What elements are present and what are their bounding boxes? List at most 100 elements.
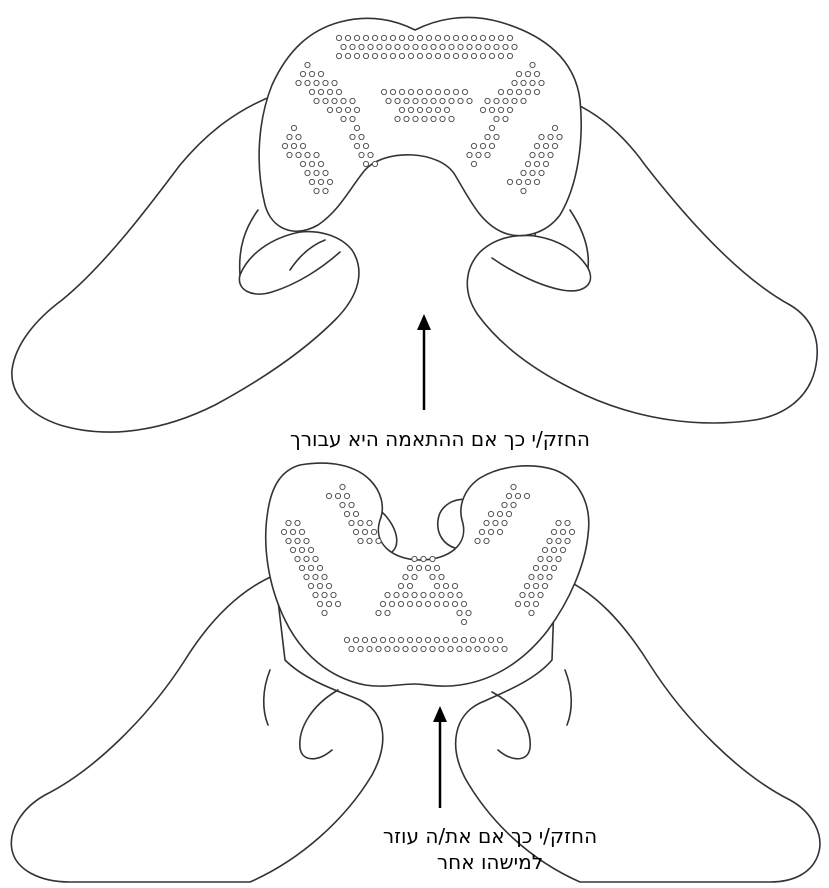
perforation-dot xyxy=(475,646,480,651)
perforation-dot xyxy=(332,80,337,85)
caption-helper-line-1: החזק/י כך אם את/ה עוזר xyxy=(280,823,700,849)
perforation-dot xyxy=(407,583,412,588)
perforation-dot xyxy=(443,583,448,588)
perforation-dot xyxy=(363,35,368,40)
perforation-dot xyxy=(502,646,507,651)
perforation-dot xyxy=(542,547,547,552)
perforation-dot xyxy=(488,637,493,642)
perforation-dot xyxy=(407,565,412,570)
perforation-dot xyxy=(430,574,435,579)
perforation-dot xyxy=(326,493,331,498)
perforation-dot xyxy=(390,89,395,94)
perforation-dot xyxy=(462,35,467,40)
perforation-dot xyxy=(439,574,444,579)
perforation-dot xyxy=(363,53,368,58)
perforation-dot xyxy=(529,592,534,597)
perforation-dot xyxy=(489,53,494,58)
perforation-dot xyxy=(417,53,422,58)
perforation-dot xyxy=(434,601,439,606)
perforation-dot xyxy=(547,574,552,579)
perforation-dot xyxy=(341,98,346,103)
perforation-dot xyxy=(341,116,346,121)
perforation-dot xyxy=(304,556,309,561)
perforation-dot xyxy=(417,35,422,40)
perforation-dot xyxy=(476,152,481,157)
perforation-dot xyxy=(557,134,562,139)
perforation-dot xyxy=(300,71,305,76)
perforation-dot xyxy=(359,44,364,49)
perforation-dot xyxy=(475,538,480,543)
perforation-dot xyxy=(520,592,525,597)
perforation-dot xyxy=(542,565,547,570)
perforation-dot xyxy=(318,71,323,76)
perforation-dot xyxy=(476,44,481,49)
perforation-dot xyxy=(327,89,332,94)
perforation-dot xyxy=(336,53,341,58)
perforation-dot xyxy=(381,35,386,40)
perforation-dot xyxy=(529,610,534,615)
perforation-dot xyxy=(304,574,309,579)
perforation-dot xyxy=(533,565,538,570)
perforation-dot xyxy=(484,520,489,525)
perforation-dot xyxy=(407,637,412,642)
perforation-dot xyxy=(494,98,499,103)
perforation-dot xyxy=(480,53,485,58)
perforation-dot xyxy=(421,556,426,561)
perforation-dot xyxy=(525,179,530,184)
perforation-dot xyxy=(539,152,544,157)
perforation-dot xyxy=(506,493,511,498)
perforation-dot xyxy=(358,538,363,543)
perforation-dot xyxy=(547,556,552,561)
perforation-dot xyxy=(336,107,341,112)
perforation-dot xyxy=(417,89,422,94)
perforation-dot xyxy=(322,610,327,615)
perforation-dot xyxy=(444,89,449,94)
perforation-dot xyxy=(363,161,368,166)
perforation-dot xyxy=(340,484,345,489)
perforation-dot xyxy=(290,547,295,552)
perforation-dot xyxy=(399,53,404,58)
perforation-dot xyxy=(470,637,475,642)
perforation-dot xyxy=(308,565,313,570)
perforation-dot xyxy=(313,592,318,597)
perforation-dot xyxy=(449,98,454,103)
perforation-dot xyxy=(534,71,539,76)
perforation-dot xyxy=(340,502,345,507)
perforation-dot xyxy=(529,574,534,579)
perforation-dot xyxy=(308,547,313,552)
perforation-dot xyxy=(453,35,458,40)
perforation-dot xyxy=(318,161,323,166)
perforation-dot xyxy=(539,134,544,139)
perforation-dot xyxy=(408,107,413,112)
perforation-dot xyxy=(398,601,403,606)
perforation-dot xyxy=(457,646,462,651)
perforation-dot xyxy=(448,592,453,597)
perforation-dot xyxy=(462,53,467,58)
perforation-dot xyxy=(507,35,512,40)
perforation-dot xyxy=(431,116,436,121)
perforation-dot xyxy=(291,125,296,130)
perforation-dot xyxy=(372,161,377,166)
perforation-dot xyxy=(362,637,367,642)
perforation-dot xyxy=(413,44,418,49)
perforation-dot xyxy=(291,143,296,148)
perforation-dot xyxy=(367,520,372,525)
perforation-dot xyxy=(530,62,535,67)
perforation-dot xyxy=(551,547,556,552)
perforation-dot xyxy=(461,619,466,624)
perforation-dot xyxy=(313,574,318,579)
top-tray xyxy=(259,17,581,235)
perforation-dot xyxy=(498,53,503,58)
perforation-dot xyxy=(412,646,417,651)
perforation-dot xyxy=(516,89,521,94)
top-figure xyxy=(12,17,817,432)
perforation-dot xyxy=(323,98,328,103)
perforation-dot xyxy=(354,125,359,130)
perforation-dot xyxy=(503,98,508,103)
perforation-dot xyxy=(485,134,490,139)
perforation-dot xyxy=(453,89,458,94)
perforation-dot xyxy=(286,520,291,525)
perforation-dot xyxy=(534,143,539,148)
perforation-dot xyxy=(461,637,466,642)
perforation-dot xyxy=(281,529,286,534)
